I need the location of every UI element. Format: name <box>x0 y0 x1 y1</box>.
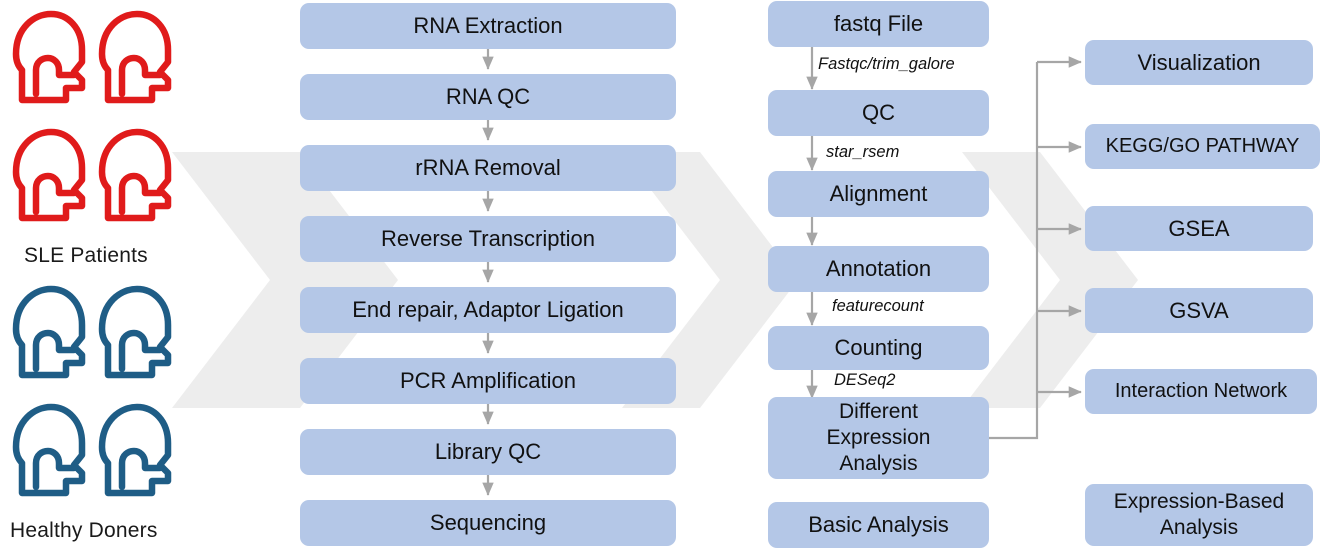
step-different-expression-analysis[interactable]: Different Expression Analysis <box>768 397 989 479</box>
step-rrna-removal[interactable]: rRNA Removal <box>300 145 676 191</box>
group-line: Expression-Based <box>1113 489 1285 513</box>
step-counting[interactable]: Counting <box>768 326 989 370</box>
step-line: Different <box>839 399 918 423</box>
step-kegg-go-pathway[interactable]: KEGG/GO PATHWAY <box>1085 124 1320 169</box>
step-reverse-transcription[interactable]: Reverse Transcription <box>300 216 676 262</box>
step-pcr-amplification[interactable]: PCR Amplification <box>300 358 676 404</box>
cohort-sle: SLE Patients <box>6 6 178 268</box>
cohort-healthy: Healthy Doners <box>6 281 178 543</box>
step-annotation[interactable]: Annotation <box>768 246 989 292</box>
cohort-sle-label: SLE Patients <box>24 244 148 267</box>
branch-trunk <box>989 62 1039 440</box>
step-sequencing[interactable]: Sequencing <box>300 500 676 546</box>
step-rna-extraction[interactable]: RNA Extraction <box>300 3 676 49</box>
step-line: Expression <box>826 425 931 449</box>
step-interaction-network[interactable]: Interaction Network <box>1085 369 1317 414</box>
group-basic-analysis[interactable]: Basic Analysis <box>768 502 989 548</box>
tool-label-featurecount: featurecount <box>832 297 924 315</box>
tool-label-star-rsem: star_rsem <box>826 143 900 161</box>
person-head-icon <box>92 281 178 399</box>
step-library-qc[interactable]: Library QC <box>300 429 676 475</box>
step-alignment[interactable]: Alignment <box>768 171 989 217</box>
tool-label-fastqc-trim-galore: Fastqc/trim_galore <box>818 55 955 73</box>
person-head-icon <box>6 399 92 517</box>
group-expression-based-analysis[interactable]: Expression-Based Analysis <box>1085 484 1313 546</box>
group-line: Analysis <box>1159 516 1239 539</box>
person-head-icon <box>92 6 178 124</box>
person-head-icon <box>92 124 178 242</box>
cohort-sle-icons <box>6 6 178 242</box>
step-visualization[interactable]: Visualization <box>1085 40 1313 85</box>
person-head-icon <box>6 281 92 399</box>
step-rna-qc[interactable]: RNA QC <box>300 74 676 120</box>
step-qc[interactable]: QC <box>768 90 989 136</box>
step-gsva[interactable]: GSVA <box>1085 288 1313 333</box>
step-line: Analysis <box>839 452 918 476</box>
step-fastq-file[interactable]: fastq File <box>768 1 989 47</box>
person-head-icon <box>92 399 178 517</box>
cohort-healthy-label: Healthy Doners <box>10 519 158 542</box>
step-end-repair-adaptor-ligation[interactable]: End repair, Adaptor Ligation <box>300 287 676 333</box>
step-gsea[interactable]: GSEA <box>1085 206 1313 251</box>
tool-label-deseq2: DESeq2 <box>834 371 896 389</box>
person-head-icon <box>6 124 92 242</box>
person-head-icon <box>6 6 92 124</box>
cohort-healthy-icons <box>6 281 178 517</box>
